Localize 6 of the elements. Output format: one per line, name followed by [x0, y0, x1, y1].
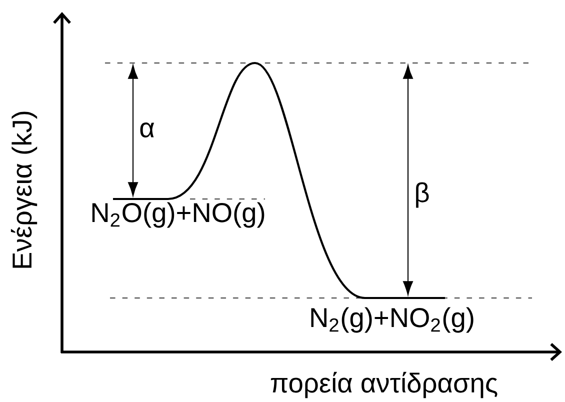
- axis-label: πορεία αντίδρασης: [270, 372, 498, 398]
- dimension-label: α: [140, 122, 154, 138]
- axis-label: Ενέργεια (kJ): [10, 112, 38, 268]
- species-label: N$_{2}$(g)+NO$_{2}$(g): [311, 307, 474, 333]
- species-label: N$_{2}$O(g)+NO(g): [92, 202, 264, 228]
- dimension-label: β: [416, 182, 429, 208]
